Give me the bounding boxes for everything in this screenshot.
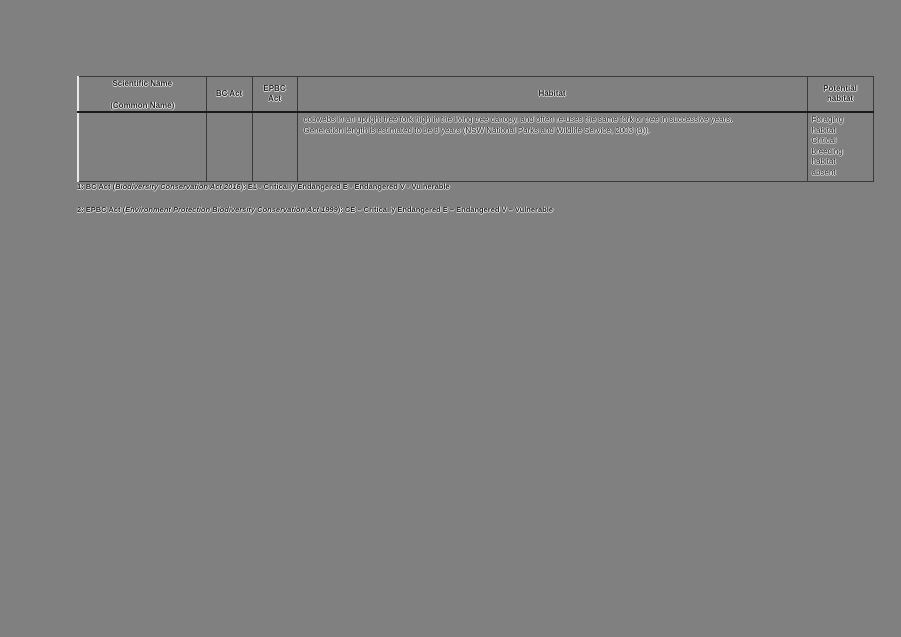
potential-habitat-line: breeding [811, 146, 843, 156]
species-habitat-table: Scientific Name (Common Name) BC Act EPB… [77, 76, 874, 182]
header-potential-habitat: Potential habitat [806, 76, 874, 113]
header-epbc-act-label-2: Act [268, 94, 281, 103]
header-potential-habitat-label-2: habitat [826, 94, 854, 103]
footnote-epbc-act-title: Environment Protection Biodiversity Cons… [125, 205, 338, 214]
cell-potential-habitat: Foraging habitat Critical breeding habit… [806, 111, 874, 182]
header-common-name-label: (Common Name) [110, 100, 175, 110]
habitat-text-line-1: cobwebs in an upright tree fork high in … [303, 115, 733, 124]
potential-habitat-line: Foraging [811, 115, 844, 124]
header-scientific-name-label: Scientific Name [112, 78, 173, 88]
footnote-epbc-act: 2: EPBC Act (Environment Protection Biod… [77, 205, 553, 216]
table-header-row: Scientific Name (Common Name) BC Act EPB… [77, 76, 874, 113]
potential-habitat-line: Critical [811, 136, 836, 145]
cell-scientific-name [77, 111, 207, 182]
header-bc-act-label: BC Act [215, 88, 243, 98]
header-habitat-label: Habitat [538, 88, 566, 98]
potential-habitat-line: absent [811, 167, 836, 177]
footnote-bc-act-prefix: 1: BC Act ( [77, 182, 116, 191]
footnote-epbc-act-prefix: 2: EPBC Act ( [77, 205, 126, 214]
habitat-text-line-2: Generation length is estimated to be 8 y… [303, 125, 650, 135]
header-epbc-act: EPBC Act [251, 76, 298, 113]
header-bc-act: BC Act [205, 76, 253, 113]
potential-habitat-line: habitat [811, 157, 836, 166]
header-epbc-act-label-1: EPBC [263, 83, 286, 93]
header-scientific-name: Scientific Name (Common Name) [77, 76, 207, 113]
footnote-bc-act: 1: BC Act (Biodiversity Conservation Act… [77, 182, 450, 193]
cell-bc-act [205, 111, 253, 182]
table-row: cobwebs in an upright tree fork high in … [77, 111, 874, 182]
footnote-epbc-act-suffix: ): CE – Critically Endangered E – Endang… [337, 205, 553, 214]
header-habitat: Habitat [296, 76, 808, 113]
potential-habitat-line: habitat [811, 125, 836, 135]
footnote-bc-act-title: Biodiversity Conservation Act 2016 [115, 182, 241, 191]
header-potential-habitat-label-1: Potential [823, 83, 857, 93]
cell-epbc-act [251, 111, 298, 182]
cell-habitat: cobwebs in an upright tree fork high in … [296, 111, 808, 182]
footnote-bc-act-suffix: ): E1 - Critically Endangered E - Endang… [240, 182, 450, 191]
